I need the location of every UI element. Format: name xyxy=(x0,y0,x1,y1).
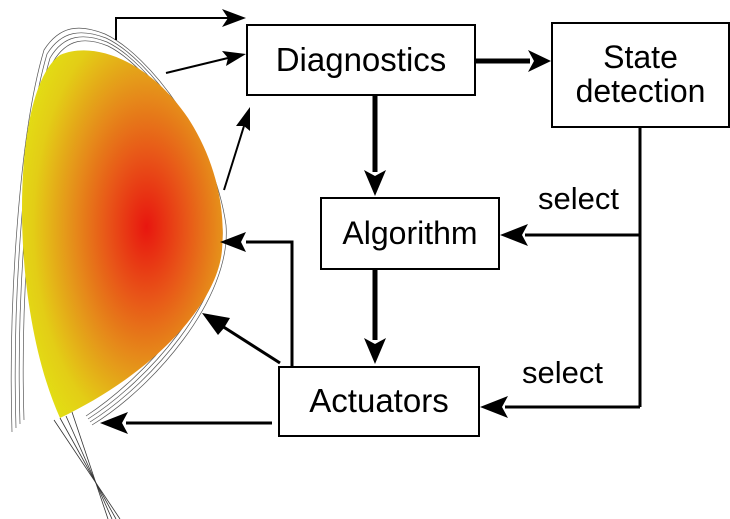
arrow-select-to-actuators xyxy=(480,396,640,418)
arrow-select-to-algorithm xyxy=(500,224,640,246)
plasma-body xyxy=(22,50,223,419)
arrow-diagnostics-to-algorithm xyxy=(364,96,386,196)
select-label-algorithm: select xyxy=(538,181,619,216)
actuators-label: Actuators xyxy=(309,382,449,420)
arrow-plasma-top-to-diagnostics xyxy=(115,9,246,40)
arrow-actuators-to-plasma-lower xyxy=(100,412,272,434)
plasma-cross-section xyxy=(10,27,227,519)
arrow-plasma-edge-to-diagnostics xyxy=(223,107,250,191)
select-label-actuators: select xyxy=(522,355,603,390)
arrow-actuators-to-plasma-upper xyxy=(220,232,294,367)
arrow-actuators-to-plasma-mid xyxy=(202,313,281,365)
arrow-plasma-to-diagnostics-mid xyxy=(165,51,246,74)
diagnostics-box: Diagnostics xyxy=(246,24,476,96)
actuators-box: Actuators xyxy=(278,366,480,437)
state-detection-box: State detection xyxy=(551,22,730,128)
state-detection-label: State detection xyxy=(575,39,706,109)
arrow-diagnostics-to-state-detection xyxy=(476,50,551,72)
divertor-leg-lines xyxy=(53,411,121,519)
arrow-algorithm-to-actuators xyxy=(364,270,386,364)
algorithm-box: Algorithm xyxy=(320,197,500,270)
diagnostics-label: Diagnostics xyxy=(275,40,447,78)
algorithm-label: Algorithm xyxy=(342,214,478,251)
